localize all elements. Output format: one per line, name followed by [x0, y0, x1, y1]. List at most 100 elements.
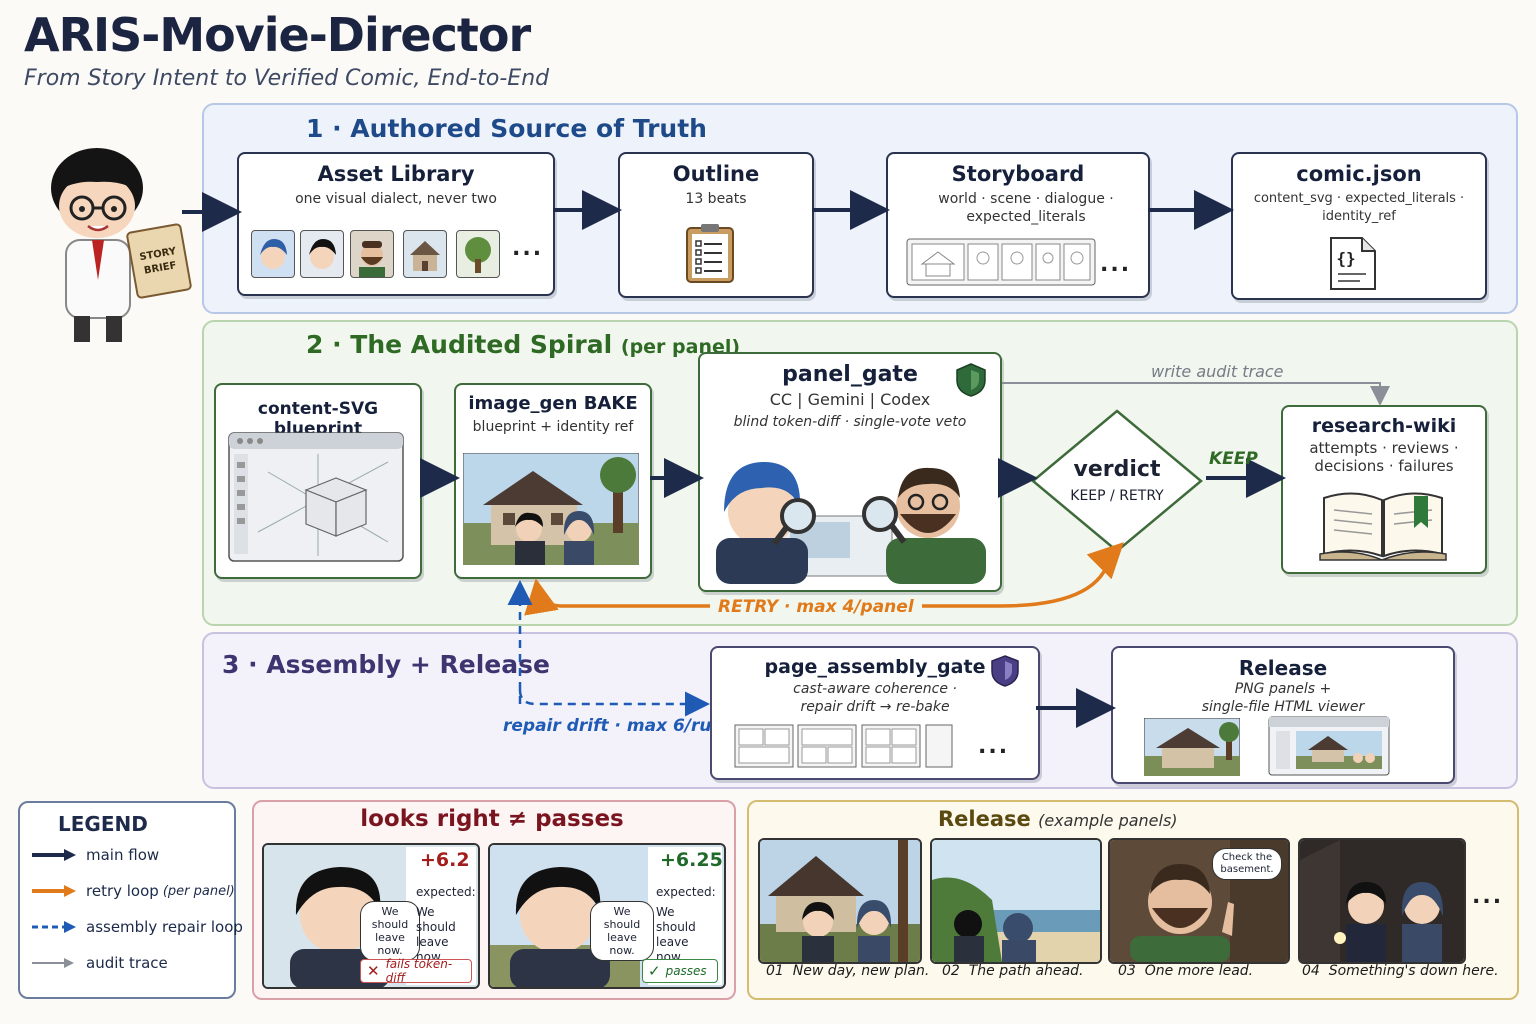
main-flow-arrow-icon — [32, 849, 76, 861]
storyboard-sub: world · scene · dialogue · expected_lite… — [938, 191, 1114, 225]
asset-thumb-black-hair — [300, 230, 344, 278]
legend-label: audit trace — [86, 954, 168, 972]
compare-right-score: +6.25 — [660, 849, 723, 871]
release-panel-03[interactable]: Check the basement. — [1108, 838, 1290, 964]
json-file-icon: {} — [1330, 237, 1376, 290]
legend-item-main-flow: main flow — [30, 846, 159, 864]
storyboard-strip — [906, 238, 1096, 286]
asset-library-sub: one visual dialect, never two — [295, 191, 497, 207]
compare-right-bubble: We should leave now. — [590, 901, 654, 961]
panel-number: 04 — [1302, 963, 1320, 979]
legend-item-retry-loop: retry loop (per panel) — [30, 882, 235, 900]
legend-box — [18, 801, 236, 999]
release-caption-02: 02 The path ahead. — [942, 963, 1083, 979]
keep-label: KEEP — [1209, 449, 1258, 469]
section2-title: 2 · The Audited Spiral (per panel) — [306, 330, 740, 359]
release-panel-02[interactable] — [930, 838, 1102, 964]
release-panel-04-art — [1300, 840, 1464, 962]
release-panel-02-art — [932, 840, 1100, 962]
bake-title: image_gen BAKE — [468, 393, 638, 414]
release-title: Release — [1238, 656, 1328, 680]
release-caption-01: 01 New day, new plan. — [766, 963, 929, 979]
assembly-sub1: cast-aware coherence · — [793, 681, 957, 697]
release-panel-01[interactable] — [758, 838, 922, 964]
page-assembly-gate-card[interactable]: page_assembly_gate cast-aware coherence … — [710, 646, 1040, 780]
section1-title: 1 · Authored Source of Truth — [306, 114, 707, 143]
fails-label: fails token-diff — [385, 957, 453, 985]
release-caption-04: 04 Something's down here. — [1302, 963, 1499, 979]
wiki-sub1: attempts · reviews · — [1309, 439, 1459, 457]
audit-arrow-icon — [32, 958, 74, 968]
legend-label: assembly repair loop — [86, 918, 243, 936]
passes-badge: ✓ passes — [642, 959, 718, 983]
check-mark-icon: ✓ — [648, 962, 661, 980]
comic-json-sub: content_svg · expected_literals · identi… — [1253, 191, 1465, 224]
panel-number: 01 — [766, 963, 784, 979]
fails-token-diff-badge: ✕ fails token-diff — [360, 957, 472, 985]
compare-left-bubble: We should leave now. — [360, 901, 420, 961]
bake-sub: blueprint + identity ref — [472, 419, 634, 435]
asset-thumb-tree — [456, 230, 500, 278]
compare-left-expected: expected: — [416, 885, 476, 899]
legend-label: retry loop — [86, 882, 159, 900]
compare-left-score: +6.2 — [420, 849, 470, 871]
repair-arrow-icon — [32, 921, 76, 933]
verdict-title: verdict — [1073, 457, 1161, 482]
outline-sub: 13 beats — [685, 191, 747, 207]
asset-thumb-bearded — [350, 230, 394, 278]
passes-label: passes — [665, 964, 707, 978]
legend-note: (per panel) — [162, 883, 235, 899]
panel-caption: The path ahead. — [968, 963, 1084, 979]
json-braces-label: {} — [1336, 249, 1355, 268]
page-title: ARIS-Movie-Director — [24, 8, 531, 62]
clipboard-icon — [686, 224, 734, 283]
legend-item-assembly-repair: assembly repair loop — [30, 918, 243, 936]
release-caption-03: 03 One more lead. — [1118, 963, 1253, 979]
asset-thumb-house — [403, 230, 447, 278]
wiki-sub2: decisions · failures — [1314, 457, 1454, 475]
panel-caption: Something's down here. — [1328, 963, 1499, 979]
verdict-sub: KEEP / RETRY — [1070, 488, 1164, 504]
mascot-illustration: STORY BRIEF — [51, 148, 192, 342]
wiki-title: research-wiki — [1311, 415, 1457, 437]
asset-thumb-blue-hair — [251, 230, 295, 278]
audit-trace-label: write audit trace — [1151, 362, 1284, 381]
shield-icon — [991, 655, 1019, 687]
compare-right-expected: expected: — [656, 885, 716, 899]
blueprint-window-illustration — [228, 432, 404, 562]
asset-more-ellipsis: ... — [512, 236, 544, 261]
bake-output-image — [463, 453, 639, 565]
release-panel-04[interactable] — [1298, 838, 1466, 964]
retry-arrow-icon — [32, 885, 76, 897]
page-subtitle: From Story Intent to Verified Comic, End… — [24, 66, 550, 91]
release-sub1: PNG panels + — [1234, 681, 1332, 697]
repair-drift-label: repair drift · max 6/run — [503, 716, 724, 736]
compare-title: looks right ≠ passes — [360, 806, 624, 832]
storyboard-more-ellipsis: ... — [1100, 252, 1132, 277]
comic-json-title: comic.json — [1296, 162, 1422, 186]
release-more-ellipsis: ... — [1472, 884, 1504, 909]
asset-library-title: Asset Library — [317, 162, 475, 186]
panel-caption: One more lead. — [1144, 963, 1254, 979]
shield-icon — [956, 363, 986, 397]
section2-title-main: 2 · The Audited Spiral — [306, 330, 613, 359]
panel-gate-sub1: CC | Gemini | Codex — [769, 390, 931, 409]
section3-title: 3 · Assembly + Release — [222, 650, 550, 679]
compare-left-panel: We should leave now. +6.2 expected: We s… — [262, 843, 480, 989]
legend-label: main flow — [86, 846, 160, 864]
compare-right-literal: We should leave now. — [656, 905, 696, 964]
legend-item-audit-trace: audit trace — [30, 954, 168, 972]
assembly-more-ellipsis: ... — [978, 734, 1010, 759]
release-panel-01-art — [760, 840, 920, 962]
open-book-icon — [1319, 492, 1447, 561]
release-panel-03-bubble: Check the basement. — [1212, 848, 1282, 880]
panel-number: 03 — [1118, 963, 1136, 979]
html-viewer-thumb — [1268, 716, 1390, 776]
panel-gate-title: panel_gate — [782, 362, 918, 387]
outline-title: Outline — [672, 162, 760, 186]
assembly-sub2: repair drift → re-bake — [800, 699, 950, 715]
png-panel-thumb — [1144, 718, 1240, 776]
panel-caption: New day, new plan. — [792, 963, 930, 979]
panel-gate-reviewers-illustration — [716, 462, 986, 584]
compare-right-panel: We should leave now. +6.25 expected: We … — [488, 843, 726, 989]
